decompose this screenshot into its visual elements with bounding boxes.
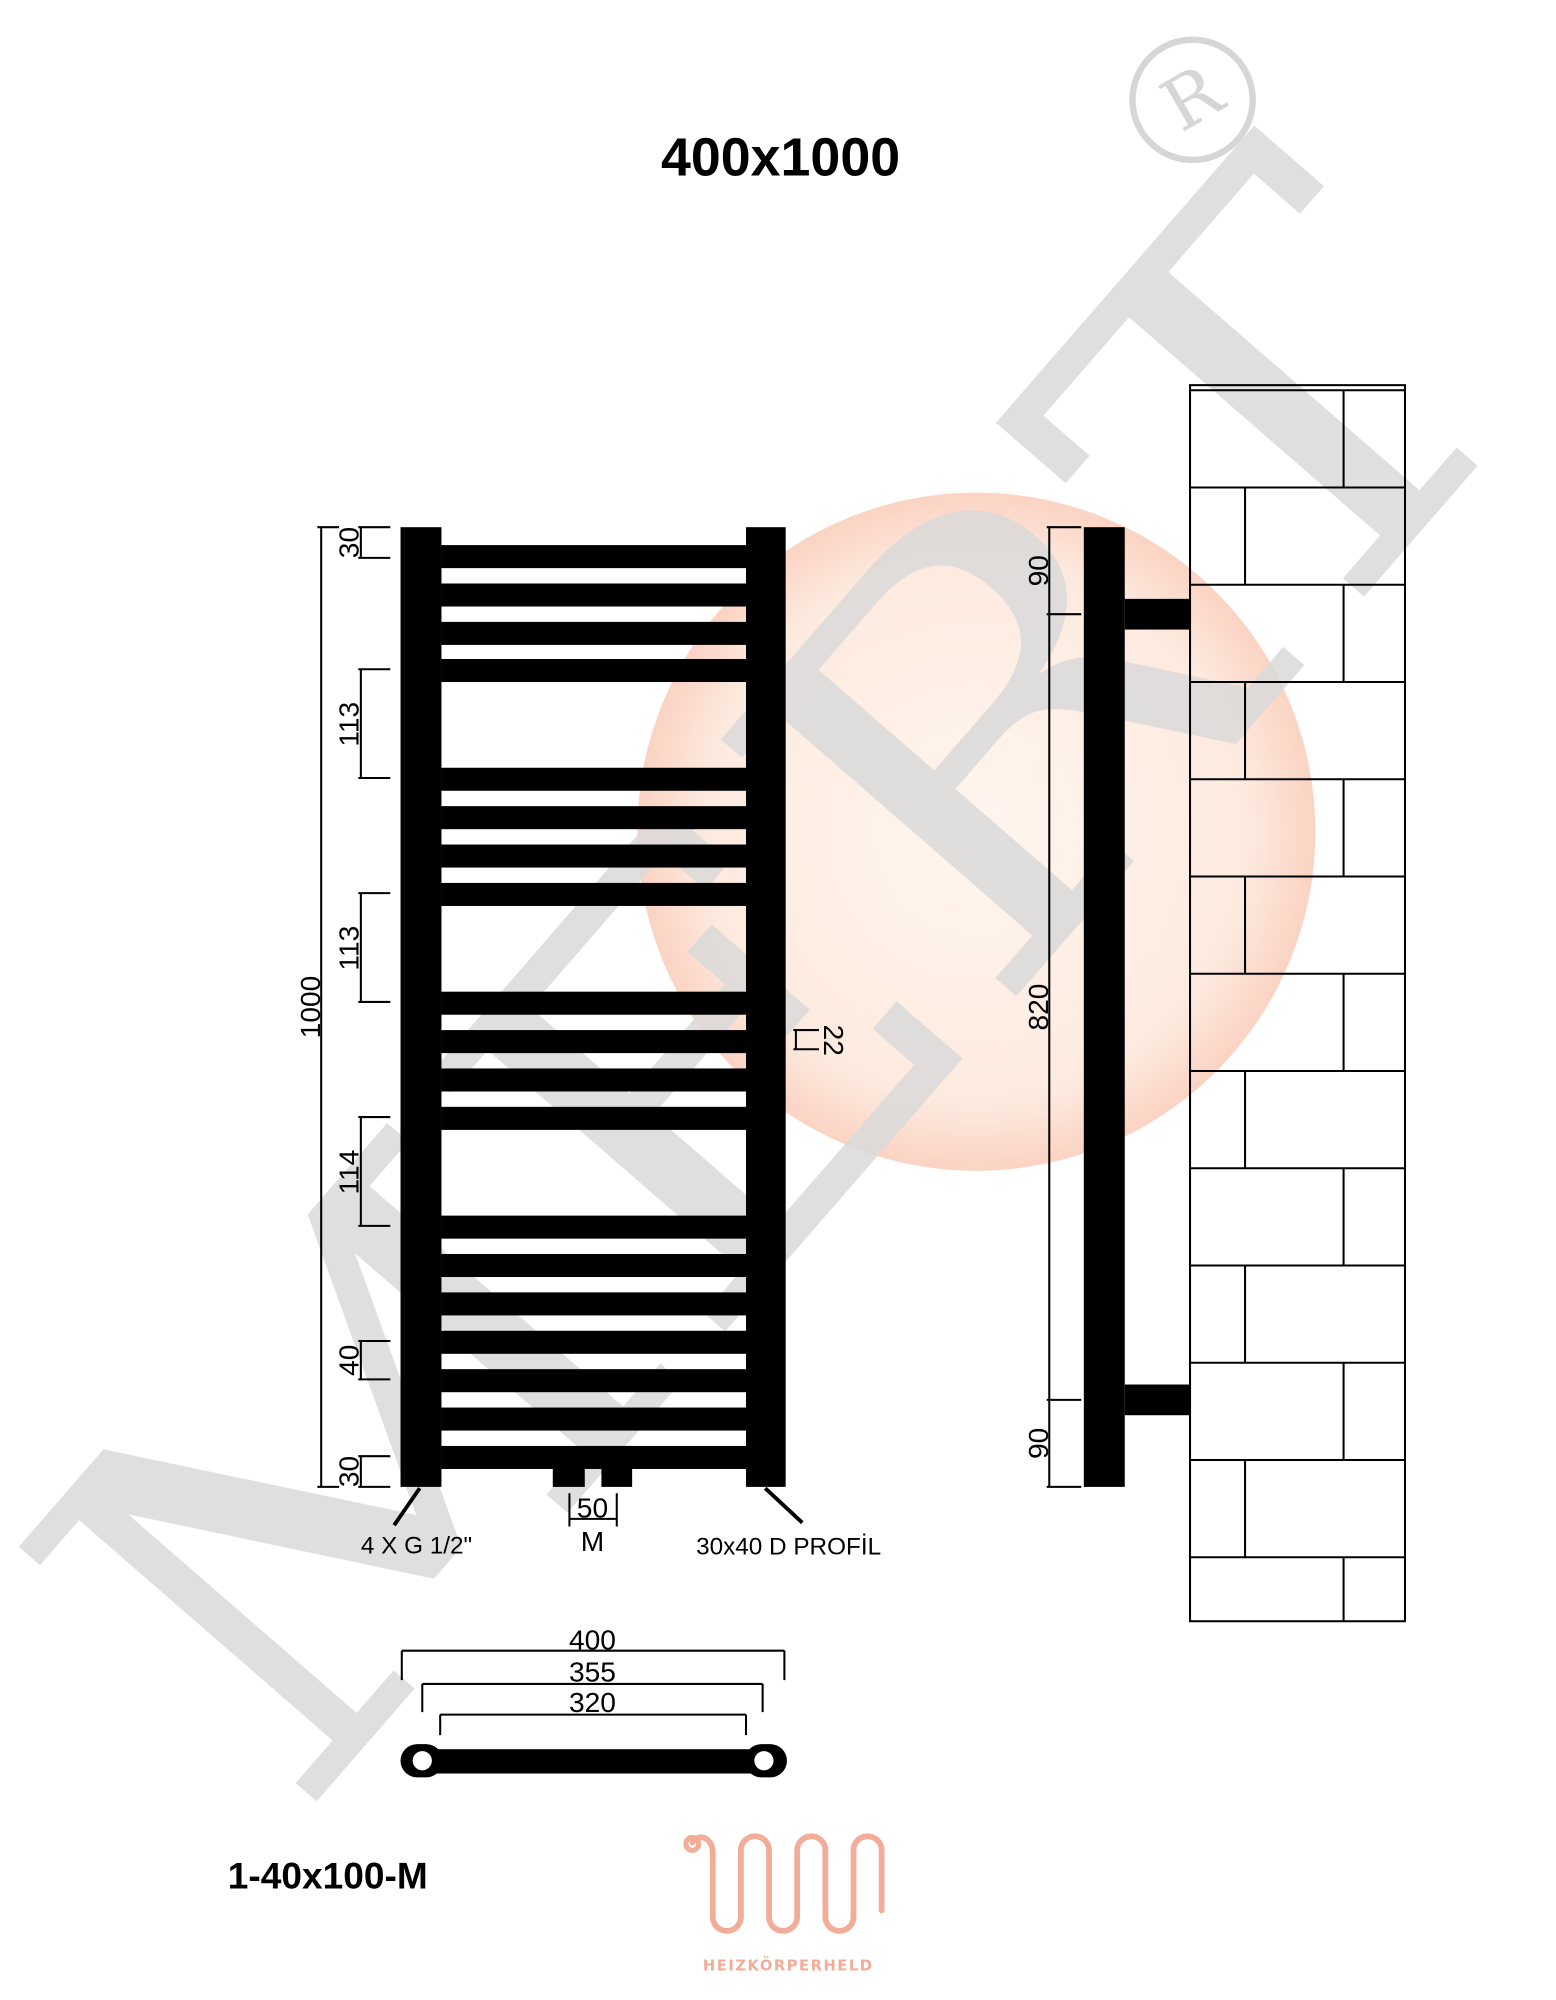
height-dimension: 1000 — [295, 526, 340, 1488]
front-view: 1000 30 113 113 114 40 30 22 4 X G 1/2" … — [295, 526, 881, 1561]
rail-height-label: 22 — [818, 1025, 849, 1056]
page-title: 400x1000 — [661, 127, 900, 187]
side-view: 90 820 90 — [1023, 526, 1191, 1488]
rails — [441, 545, 747, 1469]
right-column — [746, 527, 786, 1487]
side-dim-label: 90 — [1023, 1428, 1054, 1459]
rail — [441, 844, 747, 868]
segment-dim-label: 40 — [333, 1345, 364, 1376]
wall-bracket — [1124, 1384, 1191, 1416]
rail-height-dimension: 22 — [793, 1025, 849, 1056]
wall-bracket — [1124, 598, 1191, 630]
connection-spacing-label: 50 — [577, 1493, 608, 1524]
connection-spacing-dimension: 50 M — [568, 1493, 618, 1557]
rail — [441, 882, 747, 906]
leader-line — [763, 1486, 804, 1525]
pipe-hole — [412, 1751, 432, 1771]
connection-note: 4 X G 1/2" — [361, 1532, 472, 1559]
segment-dim-label: 113 — [333, 926, 364, 971]
rail — [441, 806, 747, 830]
width-dim-label: 320 — [569, 1687, 616, 1718]
connection-stub — [601, 1466, 633, 1487]
width-dim-label: 355 — [569, 1656, 616, 1687]
leader-line — [392, 1487, 422, 1527]
segment-dim-label: 30 — [333, 1456, 364, 1487]
segment-dim-label: 113 — [333, 702, 364, 747]
rail — [441, 1445, 747, 1469]
rail — [441, 1292, 747, 1316]
serpentine-radiator-icon — [689, 1833, 885, 1934]
rail — [441, 1407, 747, 1431]
width-dim-label: 400 — [569, 1624, 616, 1655]
rail — [441, 1215, 747, 1239]
rail — [441, 1369, 747, 1393]
height-dim-label: 1000 — [295, 976, 326, 1039]
segment-dim-label: 30 — [333, 527, 364, 558]
rail — [441, 991, 747, 1015]
segment-dimensions: 30 113 113 114 40 30 — [333, 526, 391, 1488]
connection-type-label: M — [581, 1526, 604, 1557]
rail — [441, 1106, 747, 1130]
rail — [441, 1030, 747, 1054]
side-dim-label: 820 — [1023, 984, 1054, 1031]
rail — [441, 1068, 747, 1092]
rail — [441, 767, 747, 791]
rail — [441, 1330, 747, 1354]
profile-note: 30x40 D PROFİL — [696, 1534, 881, 1561]
rail — [441, 1253, 747, 1278]
pipe-hole — [754, 1751, 774, 1771]
watermark-circle — [637, 492, 1316, 1171]
plan-view: 400 355 320 — [400, 1624, 787, 1778]
segment-dim-label: 114 — [333, 1150, 364, 1195]
rail — [441, 583, 747, 607]
left-column — [400, 527, 442, 1487]
brand-logo: HEIZKÖRPERHELD — [683, 1833, 885, 1975]
side-dim-label: 90 — [1023, 555, 1054, 586]
brick-wall — [1189, 384, 1407, 1623]
brand-name: HEIZKÖRPERHELD — [703, 1957, 874, 1975]
rail — [441, 621, 747, 645]
connection-stub — [552, 1466, 585, 1487]
plan-rail — [435, 1749, 753, 1774]
model-code: 1-40x100-M — [228, 1855, 428, 1897]
side-column — [1083, 527, 1125, 1487]
rail — [441, 658, 747, 683]
rail — [441, 545, 747, 569]
